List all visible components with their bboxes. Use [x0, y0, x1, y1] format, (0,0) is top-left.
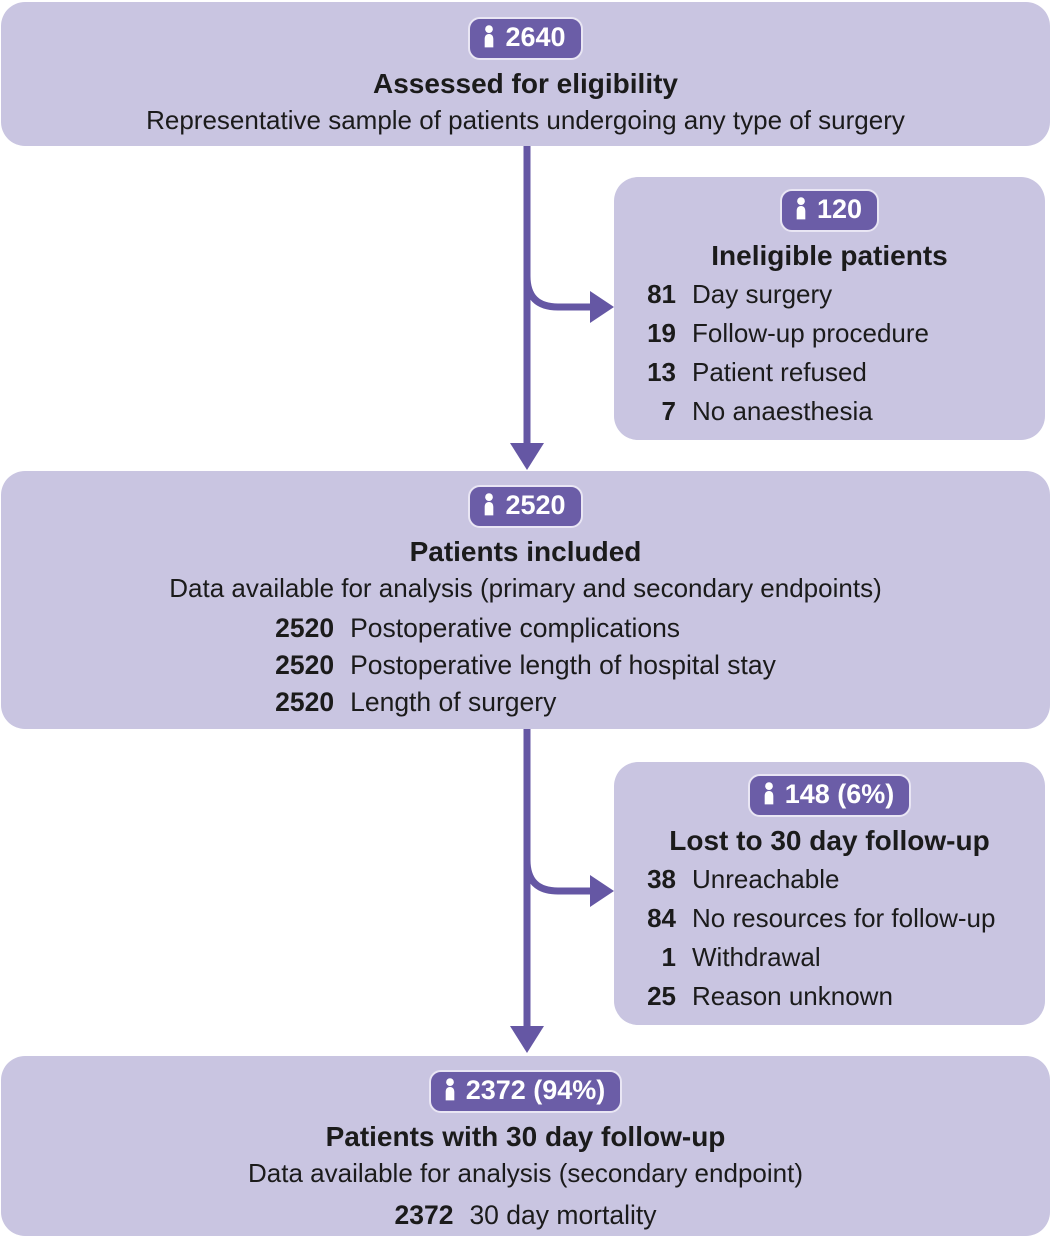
arrowhead-right-2	[590, 875, 614, 907]
item-label: No anaesthesia	[692, 396, 873, 426]
person-icon	[445, 1077, 455, 1100]
box-patients-included: 2520 Patients included Data available fo…	[1, 471, 1050, 729]
endpoint-list: 2372 30 day mortality	[394, 1201, 656, 1229]
box-subtitle: Data available for analysis (secondary e…	[248, 1158, 803, 1188]
count-badge: 2520	[468, 485, 583, 528]
item-value: 1	[661, 942, 676, 972]
item-label: Patient refused	[692, 357, 867, 387]
person-icon	[485, 24, 494, 47]
box-title: Lost to 30 day follow-up	[669, 825, 990, 856]
box-title: Patients with 30 day follow-up	[325, 1121, 726, 1152]
box-title: Assessed for eligibility	[373, 68, 678, 99]
badge-count: 2520	[505, 490, 566, 520]
arrowhead-down-2	[510, 1026, 544, 1053]
person-icon	[796, 196, 806, 219]
item-label: 30 day mortality	[469, 1200, 657, 1230]
item-value: 25	[647, 981, 676, 1011]
item-label: Withdrawal	[692, 942, 821, 972]
person-icon	[485, 492, 494, 515]
item-value: 81	[647, 279, 676, 309]
item-label: Reason unknown	[692, 981, 893, 1011]
item-value: 84	[647, 903, 676, 933]
badge-count: 2372 (94%)	[465, 1075, 606, 1105]
badge-count: 120	[816, 194, 863, 224]
item-value: 2372	[394, 1200, 454, 1230]
box-subtitle: Data available for analysis (primary and…	[169, 573, 882, 603]
box-title: Ineligible patients	[711, 240, 948, 271]
box-lost-to-follow-up: 148 (6%) Lost to 30 day follow-up 38 Unr…	[614, 762, 1045, 1025]
box-ineligible-patients: 120 Ineligible patients 81 Day surgery 1…	[614, 177, 1045, 440]
item-label: Length of surgery	[350, 687, 557, 717]
item-label: Unreachable	[692, 864, 840, 894]
item-value: 38	[647, 864, 676, 894]
item-value: 7	[661, 396, 676, 426]
badge-count: 148 (6%)	[784, 779, 895, 809]
item-label: No resources for follow-up	[692, 903, 996, 933]
item-value: 2520	[275, 687, 335, 717]
item-value: 19	[647, 318, 676, 348]
count-badge: 120	[779, 189, 880, 232]
box-patients-with-follow-up: 2372 (94%) Patients with 30 day follow-u…	[1, 1056, 1050, 1236]
item-label: Postoperative complications	[350, 613, 681, 643]
item-value: 2520	[275, 613, 335, 643]
box-assessed-for-eligibility: 2640 Assessed for eligibility Representa…	[1, 2, 1050, 146]
item-value: 13	[647, 357, 676, 387]
endpoint-list: 2520 Postoperative complications 2520 Po…	[275, 614, 776, 716]
count-badge: 2372 (94%)	[428, 1070, 623, 1113]
item-label: Follow-up procedure	[692, 318, 930, 348]
arrow-branch-lost	[523, 859, 590, 895]
reason-list: 38 Unreachable 84 No resources for follo…	[614, 865, 1045, 1010]
box-title: Patients included	[409, 536, 642, 567]
badge-count: 2640	[505, 22, 566, 52]
item-label: Day surgery	[692, 279, 833, 309]
item-value: 2520	[275, 650, 335, 680]
count-badge: 2640	[468, 17, 583, 60]
person-icon	[764, 781, 774, 804]
arrow-branch-ineligible	[523, 275, 590, 311]
reason-list: 81 Day surgery 19 Follow-up procedure 13…	[614, 280, 1045, 425]
box-subtitle: Representative sample of patients underg…	[146, 105, 905, 135]
item-label: Postoperative length of hospital stay	[350, 650, 776, 680]
count-badge: 148 (6%)	[747, 774, 912, 817]
arrowhead-down-1	[510, 443, 544, 470]
arrowhead-right-1	[590, 291, 614, 323]
